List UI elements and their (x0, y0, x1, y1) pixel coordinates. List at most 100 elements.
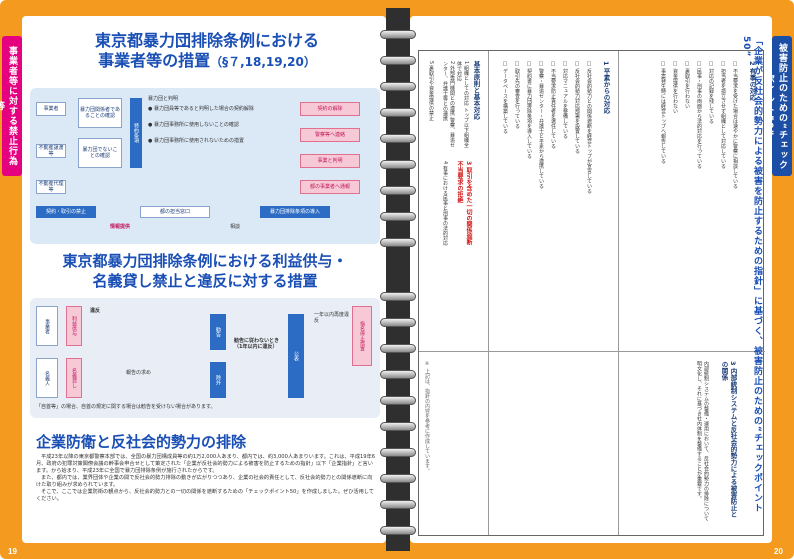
check-11: □ 対応の記録を残している (708, 61, 714, 124)
benefit-provision: 利益供与 (66, 306, 82, 346)
actor-nominee: 名義人 (36, 358, 58, 398)
title-corporate-defense: 企業防衛と反社会的勢力の排除 (36, 433, 247, 451)
binder-ring (380, 56, 416, 65)
binder-ring (380, 82, 416, 91)
principle-1: 1 組織としての対応 トップ以下組織全体で対応 (456, 61, 469, 148)
principle-4: 4 有事における民事と刑事の法的対応 (442, 161, 448, 246)
binder-ring (380, 292, 416, 301)
body-paragraph: また、都内では、業界団体や企業の間で反社会的勢力排除の動きが広がりつつあり、企業… (36, 475, 373, 488)
binder-ring (380, 186, 416, 195)
check-15: □ 事案発生時には経営トップへ報告している (660, 61, 666, 164)
binder-ring (380, 526, 416, 535)
principles-column: 基本原則と基本対応 1 組織としての対応 トップ以下組織全体で対応 2 外部専門… (419, 51, 489, 535)
report-tokyo: 都の事業者へ通報 (300, 180, 360, 194)
check-1: □ 反社会的勢力との関係遮断を経営トップが宣言している (586, 61, 592, 194)
binder-ring (380, 160, 416, 169)
binder-ring (380, 396, 416, 405)
binder-ring (380, 318, 416, 327)
check-14: □ 資金提供を行わない (672, 61, 678, 114)
confirm-box: 暴力団関係者であることの確認 (78, 98, 122, 128)
footnote: ※ 上記は、指針の内容を参考に作成しています。 (424, 361, 430, 474)
binder-ring (380, 448, 416, 457)
section-3-title: 3 内部統制システムと反社会的勢力による被害防止との関係 (720, 361, 737, 518)
check-10: □ 担当者を孤立させず組織として対応している (720, 61, 726, 169)
page-number-left: 19 (8, 547, 17, 556)
recommendation-box: 勧告 (210, 314, 226, 350)
body-paragraph: 平成23年以降の東京都警察本部では、全国の暴力団構成員等の約1万2,000人あま… (36, 454, 376, 474)
name-lending: 名義貸し (66, 358, 82, 398)
check-2: □ 反社会的勢力対応部署を設置している (574, 61, 580, 154)
check-12: □ 民事・刑事の両面から法的対応を行っている (696, 61, 702, 169)
emergency-response-header: 2 有事の対応 (748, 61, 756, 101)
report-police: 警察等へ連絡 (300, 128, 360, 142)
violation-label: 違反 (90, 308, 101, 314)
check-5: □ 警察・暴追センター・弁護士と平素から連携している (538, 61, 544, 189)
actor-real-estate-agent: 不動産代理等 (36, 180, 66, 194)
binder-ring (380, 212, 416, 221)
suspension-measure: 指名停止措置 (352, 306, 372, 366)
left-section-tab: 事業者等に対する禁止行為等 (0, 36, 22, 176)
binder-ring (380, 422, 416, 431)
introduce-clause: 暴力団排除条項の導入 (260, 206, 330, 218)
check-7: □ 取引先の審査を行っている (514, 61, 520, 129)
measure-item-2: ● 暴力団事務所に使用しないことの確認 (148, 122, 239, 128)
page-number-right: 20 (774, 547, 783, 556)
binder-ring (380, 474, 416, 483)
report-request: 報告の求め (126, 370, 152, 376)
normal-response-header: 1 平素からの対応 (602, 61, 610, 114)
check-8: □ データベースを構築している (502, 61, 508, 134)
check-9: □ 不当要求を受けた場合は速やかに警察に相談している (732, 61, 738, 189)
title-benefit-prohibition-2: 名義貸し禁止と違反に対する措置 (92, 272, 318, 290)
consult-note: 相談 (230, 224, 241, 230)
measure-item-1: ● 暴力団員等であると判明した場合の契約解除 (148, 106, 254, 112)
left-page: 東京都暴力団排除条例における 事業者等の措置（§７,18,19,20） 事業者 … (22, 16, 386, 543)
info-provision: 情報提供 (110, 224, 131, 230)
principle-3: 3 取引を含めた一切の関係遮断 不当要求の拒絶 (456, 161, 472, 246)
check-4: □ 不当要求防止責任者を選任している (550, 61, 556, 149)
binder-ring (380, 108, 416, 117)
exclusion-box: 除外 (210, 362, 226, 398)
binder-ring (380, 134, 416, 143)
self-report-note: 「自首等」の場合、自首の規定に関する場合は勧告を受けない場合があります。 (36, 404, 216, 410)
prohibit-contracts: 契約・取引の禁止 (36, 206, 96, 218)
check-13: □ 裏取引を行わない (684, 61, 690, 109)
right-section-tab: 被害防止のための“チェックポイント50” (764, 36, 792, 176)
title-ordinance-measures-2: 事業者等の措置（§７,18,19,20） (52, 52, 362, 71)
table-divider (419, 351, 765, 352)
principle-5: 5 裏取引や資金提供の禁止 (428, 61, 434, 121)
publication-box: 公表 (288, 314, 304, 398)
binder-ring (380, 370, 416, 379)
violation-diagram: 事業者 名義人 利益供与 名義貸し 違反 勧告 除外 勧告に従わないとき（1年以… (30, 298, 380, 418)
title-section-ref: （§７,18,19,20） (210, 55, 316, 69)
section-3-text: 内部統制システムの整備・運用において、反社会的勢力の排除について明文化し、それに… (696, 361, 709, 521)
contract-cancel: 契約の解除 (300, 102, 360, 116)
actor-business-2: 事業者 (36, 306, 58, 346)
emergency-response-column: 2 有事の対応 □ 不当要求を受けた場合は速やかに警察に相談している □ 担当者… (619, 51, 765, 535)
title-ordinance-measures: 東京都暴力団排除条例における (94, 31, 319, 50)
right-page: 基本原則と基本対応 1 組織としての対応 トップ以下組織全体で対応 2 外部専門… (410, 16, 772, 543)
body-text: 平成23年以降の東京都警察本部では、全国の暴力団構成員等の約1万2,000人あま… (36, 454, 376, 503)
principles-header: 基本原則と基本対応 (472, 61, 480, 120)
body-paragraph: そこで、ここでは企業防衛の観点から、反社会的勢力との一切の関係を遮断するための「… (36, 489, 374, 502)
measure-item-3: ● 暴力団事務所に使用されないための措置 (148, 138, 244, 144)
binder-ring (380, 30, 416, 39)
measures-diagram: 事業者 不動産譲渡等 不動産代理等 暴力団関係者であることの確認 暴力団でないこ… (30, 88, 380, 244)
checkpoint-table: 基本原則と基本対応 1 組織としての対応 トップ以下組織全体で対応 2 外部専門… (418, 50, 765, 536)
red-label: 暴力団と判明 (148, 96, 179, 102)
binder-ring (380, 238, 416, 247)
binder-ring (380, 500, 416, 509)
repeat-violation: 一年以内再度違反 (314, 312, 350, 324)
confirm-box-2: 暴力団でないことの確認 (78, 138, 122, 168)
binder-ring (380, 344, 416, 353)
actor-business: 事業者 (36, 102, 66, 116)
non-compliance-note: 勧告に従わないとき（1年以内に違反） (234, 338, 280, 350)
principle-2: 2 外部専門機関との連携 警察、暴追センター、弁護士等との連携 (442, 61, 455, 148)
business-found: 事業と判明 (300, 154, 360, 168)
tokyo-window: 都の担当窓口 (140, 206, 210, 218)
check-3: □ 対応マニュアルを整備している (562, 61, 568, 139)
right-page-header: 「企業が反社会的勢力による被害を防止するための指針」に基づく、被害防止のための“… (741, 36, 762, 513)
normal-response-column: 1 平素からの対応 □ 反社会的勢力との関係遮断を経営トップが宣言している □ … (489, 51, 619, 535)
title-benefit-prohibition: 東京都暴力団排除条例における利益供与・ (62, 252, 348, 270)
actor-real-estate-transfer: 不動産譲渡等 (36, 144, 66, 158)
check-6: □ 契約書に暴力団排除条項を導入している (526, 61, 532, 159)
